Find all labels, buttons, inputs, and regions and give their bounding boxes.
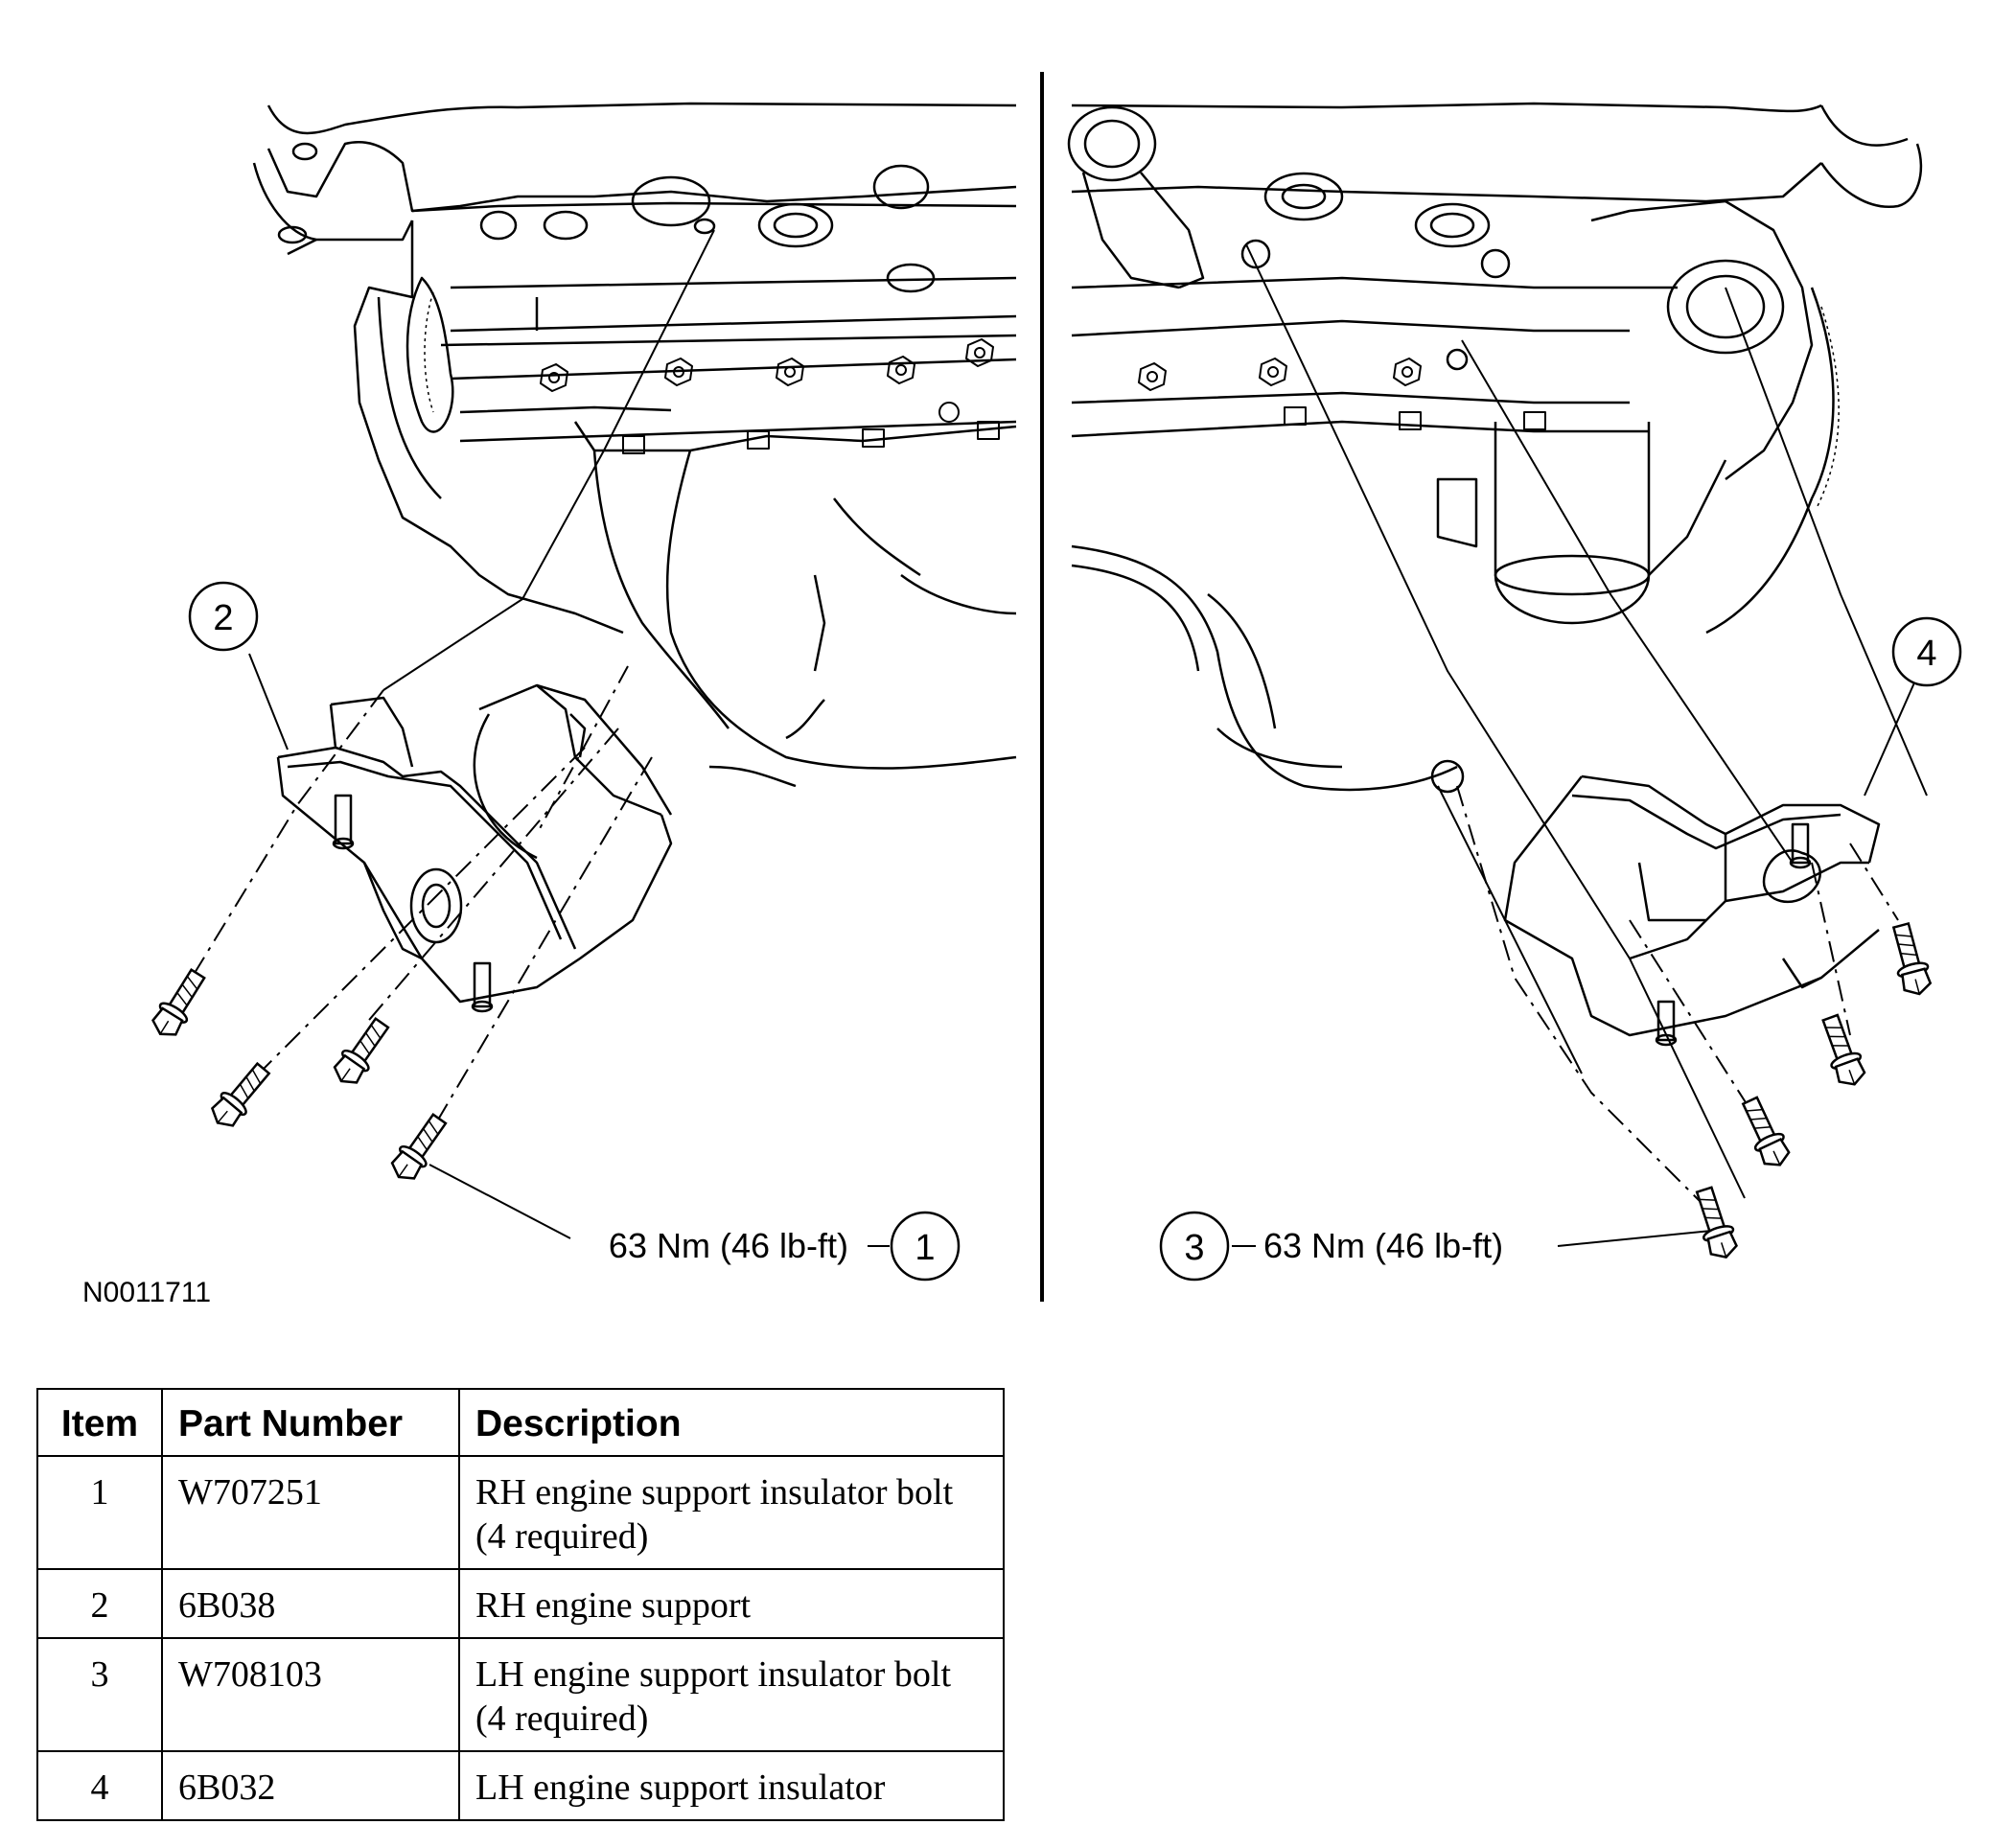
lh-engine-view	[1067, 102, 1928, 1247]
column-header-description: Description	[458, 1388, 1005, 1457]
part-description: LH engine support insulator bolt (4 requ…	[458, 1637, 1005, 1752]
lh-insulator-bolts	[1688, 920, 1935, 1263]
callout-3: 3	[1159, 1211, 1230, 1282]
svg-text:4: 4	[1916, 634, 1936, 674]
part-number: W708103	[161, 1637, 460, 1752]
svg-text:3: 3	[1184, 1228, 1204, 1268]
column-header-part-number: Part Number	[161, 1388, 460, 1457]
table-row: 3 W708103 LH engine support insulator bo…	[36, 1637, 1005, 1752]
part-description: LH engine support insulator	[458, 1750, 1005, 1821]
part-description: RH engine support insulator bolt (4 requ…	[458, 1455, 1005, 1570]
rh-engine-view	[191, 102, 1017, 1247]
callout-1: 1	[890, 1211, 961, 1282]
svg-text:2: 2	[213, 598, 233, 638]
table-row: 1 W707251 RH engine support insulator bo…	[36, 1455, 1005, 1570]
figure-id-label: N0011711	[82, 1277, 211, 1308]
svg-text:1: 1	[915, 1228, 935, 1268]
item-number: 2	[36, 1568, 163, 1639]
callout-2: 2	[188, 581, 259, 652]
table-row: 4 6B032 LH engine support insulator	[36, 1750, 1005, 1821]
part-number: 6B038	[161, 1568, 460, 1639]
part-number: W707251	[161, 1455, 460, 1570]
column-header-item: Item	[36, 1388, 163, 1457]
parts-table: Item Part Number Description 1 W707251 R…	[36, 1388, 1005, 1821]
table-header-row: Item Part Number Description	[36, 1388, 1005, 1457]
engine-support-illustration: 1 63 Nm (46 lb-ft) 2 3 63 Nm (46 lb-ft) …	[82, 72, 1962, 1308]
item-number: 3	[36, 1637, 163, 1752]
part-number: 6B032	[161, 1750, 460, 1821]
item-number: 4	[36, 1750, 163, 1821]
torque-label-3: 63 Nm (46 lb-ft)	[1263, 1226, 1503, 1265]
table-row: 2 6B038 RH engine support	[36, 1568, 1005, 1639]
torque-label-1: 63 Nm (46 lb-ft)	[609, 1226, 848, 1265]
callout-4: 4	[1891, 616, 1962, 687]
exploded-view-figure: 1 63 Nm (46 lb-ft) 2 3 63 Nm (46 lb-ft) …	[82, 72, 1962, 1308]
item-number: 1	[36, 1455, 163, 1570]
rh-insulator-bolts	[146, 964, 453, 1188]
part-description: RH engine support	[458, 1568, 1005, 1639]
